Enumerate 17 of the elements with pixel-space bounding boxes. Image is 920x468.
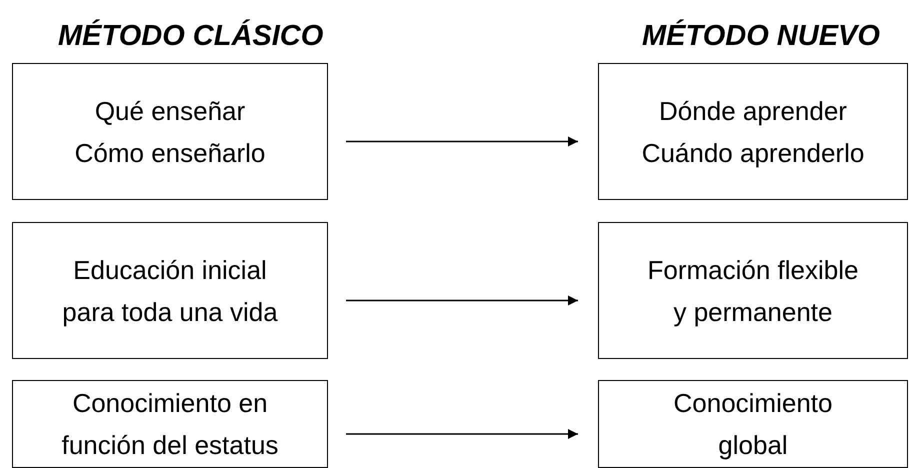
arrow bbox=[346, 429, 578, 439]
arrow bbox=[346, 296, 578, 306]
arrow bbox=[346, 136, 578, 146]
text-box bbox=[12, 380, 328, 468]
text-box bbox=[598, 222, 908, 359]
column-heading: MÉTODO CLÁSICO bbox=[58, 20, 324, 53]
box-text: Conocimiento global bbox=[672, 387, 834, 462]
box-text: Educación inicial para toda una vida bbox=[61, 254, 279, 328]
box-text: Formación flexible y permanente bbox=[646, 254, 860, 328]
text-box bbox=[598, 63, 908, 200]
column-heading: MÉTODO NUEVO bbox=[642, 20, 880, 53]
text-box bbox=[12, 222, 328, 359]
box-text: Conocimiento en función del estatus bbox=[60, 387, 280, 462]
box-text: Dónde aprender Cuándo aprenderlo bbox=[640, 94, 866, 170]
text-box bbox=[12, 63, 328, 200]
box-text: Qué enseñar Cómo enseñarlo bbox=[74, 94, 266, 170]
text-box bbox=[598, 380, 908, 468]
